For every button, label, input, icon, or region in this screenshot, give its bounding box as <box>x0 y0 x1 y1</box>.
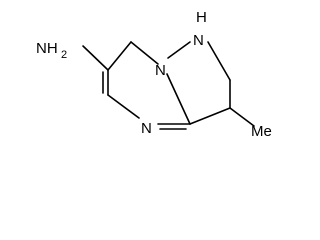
amine-subscript: 2 <box>61 49 67 61</box>
atom-labels: NH 2 H N N N Me <box>36 9 272 140</box>
bonds <box>82 41 255 130</box>
bond-nh-c2 <box>207 41 231 81</box>
pyrimidine-n-label: N <box>141 120 152 137</box>
bond-c6-c7 <box>107 41 132 71</box>
bond-c7-n-bridge <box>130 41 159 65</box>
amine-label: NH <box>36 40 58 57</box>
structure-diagram: NH 2 H N N N Me <box>36 9 272 140</box>
ring-nh-hydrogen-label: H <box>196 9 207 26</box>
bond-c6-nh2 <box>82 45 109 71</box>
bridge-n-label: N <box>155 62 166 79</box>
bond-n4-c5 <box>107 94 140 119</box>
methyl-label: Me <box>251 123 272 140</box>
bond-c3-me <box>229 107 255 127</box>
bond-c3-c3a <box>189 107 231 125</box>
ring-nh-label: N <box>193 32 204 49</box>
bond-c3a-n-bridge <box>166 73 191 125</box>
bond-n-bridge-nh <box>167 41 191 59</box>
